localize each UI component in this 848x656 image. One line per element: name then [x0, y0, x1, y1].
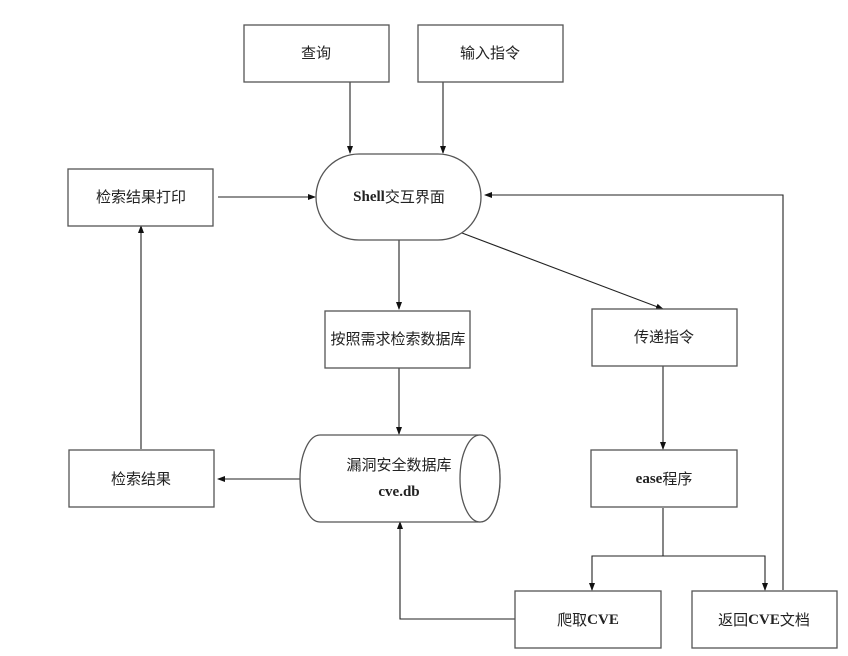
edge-shell-to-pass	[461, 232, 664, 310]
edge-return-to-shell	[484, 192, 784, 590]
node-return-cve-label-zh1: 返回	[718, 611, 748, 629]
edges	[138, 81, 784, 620]
node-search-db[interactable]: 按照需求检索数据库	[324, 310, 471, 369]
node-return-cve-label-en: CVE	[748, 612, 780, 628]
node-search-db-label: 按照需求检索数据库	[330, 330, 465, 348]
node-ease-label-zh: 程序	[662, 470, 692, 488]
edge-crawl-to-db	[397, 521, 515, 620]
node-results[interactable]: 检索结果	[68, 449, 215, 508]
node-shell[interactable]: Shell交互界面	[315, 153, 482, 241]
node-shell-label: Shell交互界面	[353, 188, 445, 206]
node-return-cve-label-zh2: 文档	[780, 611, 810, 629]
node-input-command[interactable]: 输入指令	[417, 24, 564, 83]
node-pass-command[interactable]: 传递指令	[591, 308, 738, 367]
node-ease[interactable]: ease程序	[590, 449, 738, 508]
node-results-label: 检索结果	[111, 470, 171, 488]
node-pass-command-label: 传递指令	[634, 328, 694, 346]
node-ease-label: ease程序	[636, 470, 693, 488]
node-vuln-db-label: 漏洞安全数据库	[346, 456, 451, 474]
node-ease-label-en: ease	[636, 471, 663, 487]
node-return-cve-label: 返回CVE文档	[718, 611, 810, 629]
node-shell-label-zh: 交互界面	[385, 188, 445, 206]
node-print-results-label: 检索结果打印	[96, 188, 186, 206]
node-crawl-cve-label-en: CVE	[587, 612, 619, 628]
edge-ease-to-crawl	[589, 508, 664, 591]
edge-ease-to-return	[663, 555, 768, 591]
node-crawl-cve[interactable]: 爬取CVE	[514, 590, 662, 649]
node-vuln-db[interactable]: 漏洞安全数据库 cve.db	[299, 434, 501, 523]
node-return-cve[interactable]: 返回CVE文档	[691, 590, 838, 649]
cylinder-end	[459, 434, 501, 523]
node-crawl-cve-label: 爬取CVE	[557, 611, 619, 629]
node-shell-label-en: Shell	[353, 189, 385, 205]
node-query[interactable]: 查询	[243, 24, 390, 83]
node-vuln-db-sublabel: cve.db	[378, 484, 419, 500]
node-print-results[interactable]: 检索结果打印	[67, 168, 214, 227]
node-query-label: 查询	[301, 44, 331, 62]
node-crawl-cve-label-zh: 爬取	[557, 611, 587, 629]
node-input-command-label: 输入指令	[460, 44, 520, 62]
